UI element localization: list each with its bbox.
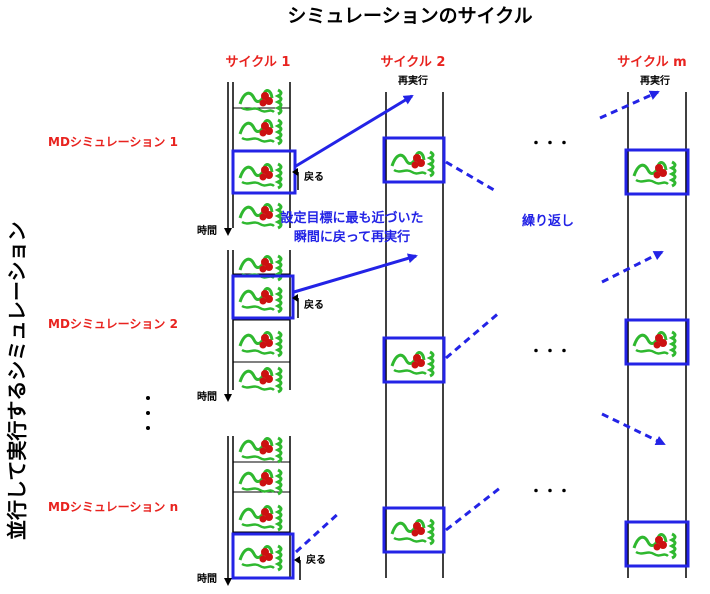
rerun-arrow-1 [295,94,414,168]
sim-2-label: MDシミュレーション 2 [48,317,178,331]
cycle-m-label: サイクル m [617,55,686,70]
cycle-m-arrow-2 [601,250,664,284]
cycle1-sim2-track [231,250,295,394]
time-label-n: 時間 [197,572,217,585]
rerun-arrow-2 [293,253,418,294]
sim-n-label: MDシミュレーション n [48,500,178,514]
cycle-1-label: サイクル 1 [226,55,291,70]
diagram-title: シミュレーションのサイクル [287,5,532,27]
sim-1-label: MDシミュレーション 1 [48,135,178,149]
annotation-line-1: 設定目標に最も近づいた [280,210,423,226]
back-label-2: 戻る [303,298,324,311]
side-label: 並行して実行するシミュレーション [5,221,29,540]
ellipsis-row-1: ・・・ [529,136,571,152]
rerun-arrow-n [294,510,342,554]
cycle-2-label: サイクル 2 [381,55,446,70]
continue-line-2 [445,310,501,360]
cycle1-simn-track [231,436,295,580]
cycle-m-arrow-n [601,412,666,446]
cycle-m-arrow-1 [599,90,660,120]
back-label-1: 戻る [303,170,324,183]
continue-line-1 [445,160,495,192]
time-label-1: 時間 [197,224,217,237]
cycle-m-track [624,92,690,578]
continue-line-n [445,486,501,532]
rerun-label-cycle-m: 再実行 [640,74,670,87]
ellipsis-row-2: ・・・ [529,344,571,360]
vertical-ellipsis [146,396,150,430]
repeat-label: 繰り返し [522,213,574,229]
time-label-2: 時間 [197,390,217,403]
cycle1-sim1-track [231,82,297,230]
annotation-line-2: 瞬間に戻って再実行 [294,229,410,245]
back-label-n: 戻る [305,553,326,566]
cycle2-track [382,92,446,578]
ellipsis-row-n: ・・・ [529,484,571,500]
rerun-label-cycle-2: 再実行 [398,74,428,87]
